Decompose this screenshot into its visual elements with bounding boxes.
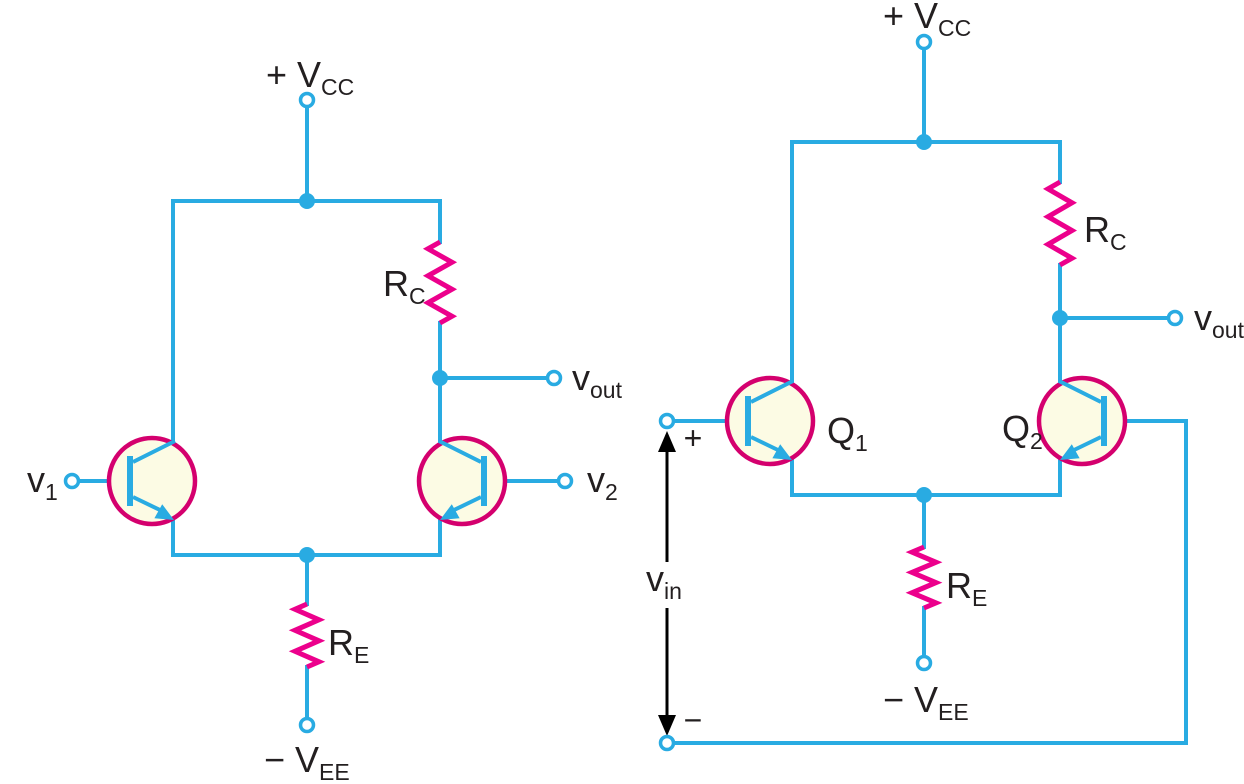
label-rc: RC [383, 263, 426, 309]
collector-lead [438, 439, 482, 464]
label-vcc: + VCC [883, 0, 971, 41]
arrow-up-icon [658, 431, 676, 452]
emitter-lead [132, 495, 163, 513]
junction-dot [1052, 310, 1068, 326]
label-vcc: + VCC [266, 54, 354, 100]
terminal-vcc [298, 91, 316, 109]
label-polarity-plus: + [684, 420, 703, 456]
vin-arrow [658, 431, 676, 736]
junction-dot [299, 547, 315, 563]
terminal-vout [545, 369, 563, 387]
terminal-v1 [63, 472, 81, 490]
resistor-re [288, 601, 326, 670]
emitter-lead [750, 435, 781, 453]
label-vee: − VEE [264, 739, 350, 784]
label-vee: − VEE [883, 679, 969, 725]
resistor-re [905, 544, 943, 611]
transistor-q1 [724, 375, 816, 467]
emitter-arrow-icon [154, 504, 174, 520]
junction-dot [299, 193, 315, 209]
right-circuit: + VCC RC vout Q1 Q2 RE − VEE vin + − [646, 0, 1244, 752]
left-circuit: + VCC RC vout v1 v2 RE − VEE [27, 54, 623, 784]
label-vout: vout [1194, 297, 1244, 343]
label-v2: v2 [587, 459, 618, 505]
junction-dot [916, 487, 932, 503]
label-vout: vout [572, 357, 623, 403]
emitter-lead [451, 495, 482, 513]
junction-dot [432, 370, 448, 386]
emitter-lead [1071, 435, 1102, 453]
arrow-down-icon [658, 715, 676, 736]
label-q1: Q1 [827, 410, 868, 456]
terminal-vcc [915, 33, 933, 51]
terminal-v2 [556, 472, 574, 490]
label-v1: v1 [27, 459, 58, 505]
label-q2: Q2 [1002, 408, 1043, 454]
collector-lead [1058, 379, 1102, 404]
label-re: RE [946, 565, 987, 611]
emitter-arrow-icon [772, 444, 792, 460]
label-re: RE [328, 622, 369, 668]
transistor-left [106, 435, 198, 527]
label-vin: vin [646, 558, 682, 604]
resistor-rc [1042, 179, 1078, 268]
junction-dot [916, 134, 932, 150]
label-polarity-minus: − [684, 702, 703, 738]
terminal-vee [298, 716, 316, 734]
collector-lead [750, 379, 794, 404]
resistor-rc [422, 239, 458, 326]
terminal-vin-minus [658, 734, 676, 752]
terminal-vout [1166, 309, 1184, 327]
transistor-q2 [1036, 375, 1128, 467]
collector-lead [132, 439, 176, 464]
transistor-right [416, 435, 508, 527]
emitter-arrow-icon [440, 504, 460, 520]
terminal-vee [915, 654, 933, 672]
emitter-arrow-icon [1060, 444, 1080, 460]
label-rc: RC [1084, 209, 1127, 255]
terminal-vin-plus [658, 412, 676, 430]
